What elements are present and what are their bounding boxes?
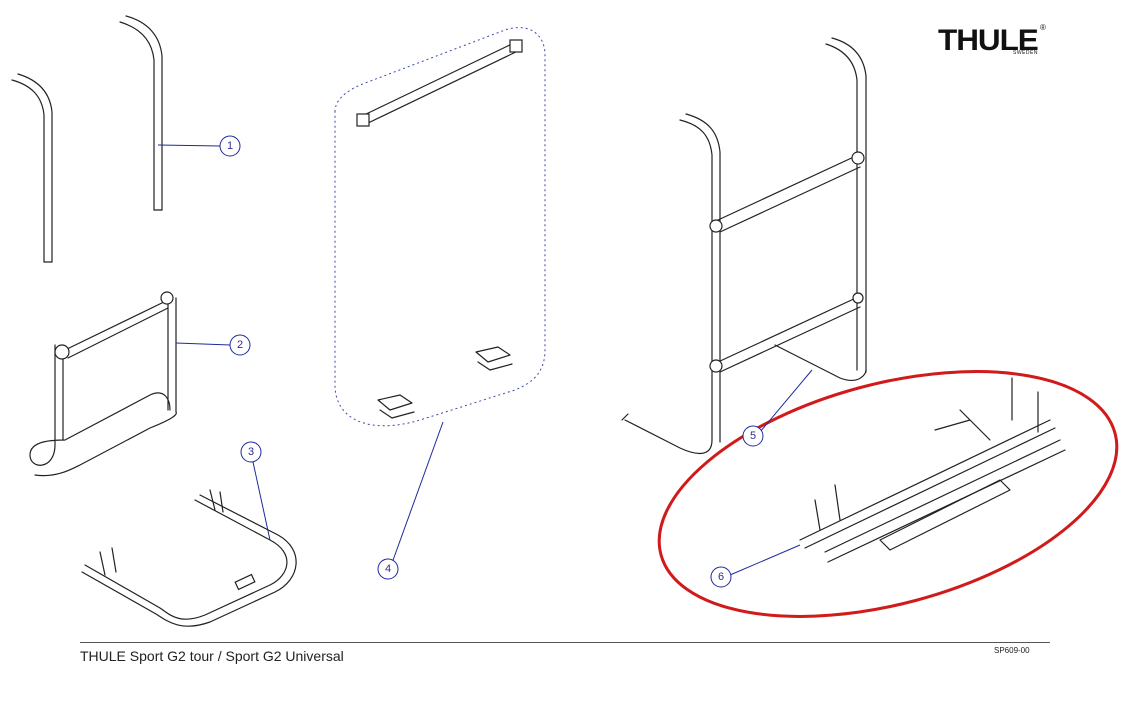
leader-lines: [157, 144, 813, 576]
part-5-main-frame: [621, 37, 867, 454]
callout-4-label: 4: [385, 563, 391, 575]
callout-5: 5: [742, 425, 764, 447]
callout-3: 3: [240, 441, 262, 463]
callout-2: 2: [229, 334, 251, 356]
callout-2-label: 2: [237, 339, 243, 351]
callout-6: 6: [710, 566, 732, 588]
registered-mark: ®: [1040, 23, 1046, 32]
logo-subtext: SWEDEN: [1013, 50, 1038, 56]
part-6-bike-rails: [799, 377, 1066, 563]
part-2-lower-frame: [29, 291, 177, 477]
part-4-cover: [334, 27, 546, 427]
callout-1-label: 1: [227, 140, 233, 152]
callout-6-label: 6: [718, 571, 724, 583]
callout-1: 1: [219, 135, 241, 157]
callout-5-label: 5: [750, 430, 756, 442]
highlight-ellipse: [657, 370, 1119, 618]
thule-logo: THULE: [938, 24, 1039, 57]
callout-4: 4: [377, 558, 399, 580]
part-3-base-frame: [81, 489, 297, 627]
footer-title: THULE Sport G2 tour / Sport G2 Universal: [80, 648, 344, 664]
part-1-upright-tubes: [11, 15, 163, 263]
callout-3-label: 3: [248, 446, 254, 458]
footer-code: SP609-00: [994, 646, 1030, 655]
footer-divider: [80, 642, 1050, 643]
